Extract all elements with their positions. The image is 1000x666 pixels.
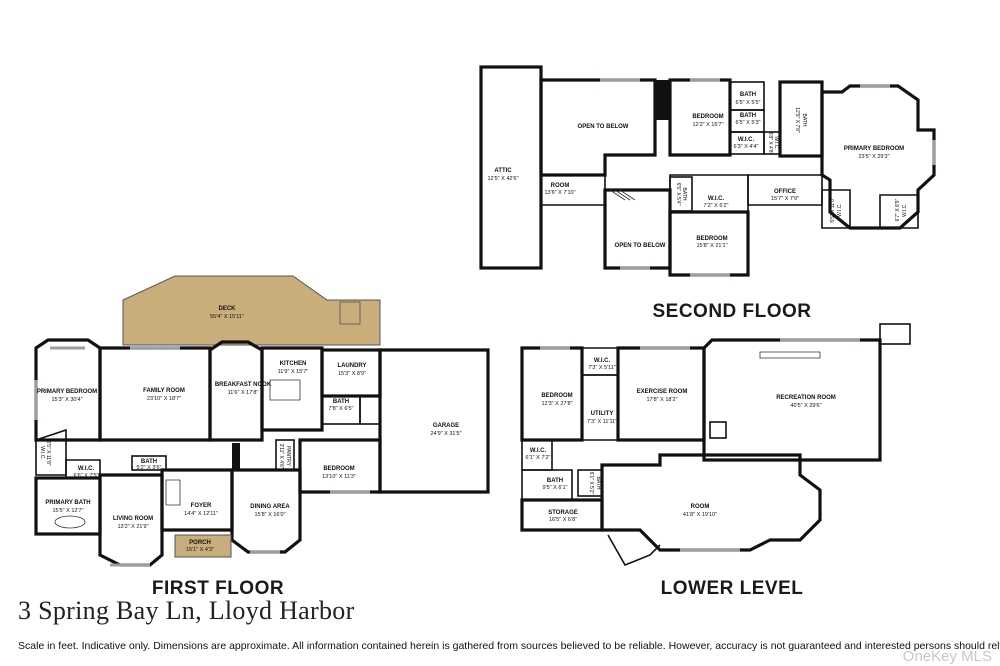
- room-pantry-dim: 3'11" X 4'6": [278, 443, 284, 468]
- room-deck-name: DECK: [218, 306, 236, 312]
- room-recreation-room-dim: 40'5" X 29'6": [790, 403, 821, 409]
- room-porch-dim: 15'1" X 4'3": [186, 547, 214, 553]
- room-wic-1-dim: 6'6" X 7'5": [74, 473, 99, 479]
- room-living-room-dim: 13'2" X 21'9": [117, 524, 148, 530]
- room-foyer-name: FOYER: [191, 503, 212, 509]
- room-bath-vert-dim: 12'9" X 7'8": [794, 107, 800, 133]
- room-office-name: OFFICE: [774, 189, 796, 195]
- room-bedroom-a-dim: 12'2" X 15'7": [692, 122, 723, 128]
- room-open-to-below-bottom-name: OPEN TO BELOW: [615, 243, 666, 249]
- room-bath-half-dim: 5'2" X 3'6": [137, 465, 162, 471]
- room-attic-dim: 12'5" X 42'6": [487, 176, 518, 182]
- room-primary-bedroom-2-dim: 23'5" X 29'3": [858, 154, 889, 160]
- room-exercise-room-name: EXERCISE ROOM: [637, 389, 688, 395]
- room-wic-c-dim: 5'5" X 11'0": [830, 197, 836, 222]
- room-bath-small-name: BATH: [681, 188, 687, 201]
- room-storage-dim: 16'5" X 6'8": [549, 517, 577, 523]
- room-bath-vert-name: BATH: [801, 114, 807, 127]
- room-primary-bath-name: PRIMARY BATH: [45, 500, 90, 506]
- room-wic-vert-dim: 3'8" X 4'8": [767, 132, 773, 155]
- room-kitchen-name: KITCHEN: [280, 361, 307, 367]
- room-bath-a-dim: 6'5" X 5'5": [736, 100, 761, 106]
- room-wic-a-dim: 6'3" X 4'4": [734, 144, 759, 150]
- room-exercise-room-dim: 17'8" X 18'2": [646, 397, 677, 403]
- room-room-dim: 13'6" X 7'10": [544, 190, 575, 196]
- room-bath-half-name: BATH: [141, 459, 157, 465]
- room-utility-name: UTILITY: [591, 411, 614, 417]
- first-floor-title: FIRST FLOOR: [152, 578, 284, 599]
- room-bath-laundry-name: BATH: [333, 399, 349, 405]
- second-floor-plan: [479, 65, 936, 277]
- room-bath-b-name: BATH: [740, 113, 756, 119]
- room-breakfast-nook-name: BREAKFAST NOOK: [215, 382, 272, 388]
- room-foyer-dim: 14'4" X 12'11": [184, 511, 218, 517]
- room-primary-bedroom-1-dim: 15'3" X 30'4": [51, 397, 82, 403]
- room-wic-lower-name: W.I.C.: [530, 448, 547, 454]
- room-bedroom-lower-name: BEDROOM: [541, 393, 572, 399]
- room-bath-lower-dim: 9'5" X 6'1": [543, 485, 568, 491]
- room-wic-b-dim: 7'2" X 6'2": [704, 203, 729, 209]
- room-room-lower-dim: 41'8" X 19'10": [683, 512, 717, 518]
- room-porch-name: PORCH: [189, 540, 211, 546]
- room-wic-1-name: W.I.C.: [78, 466, 95, 472]
- room-bath-lower-name: BATH: [547, 478, 563, 484]
- room-bedroom-a-name: BEDROOM: [692, 114, 723, 120]
- room-wic-lower-dim: 6'1" X 7'2": [526, 455, 551, 461]
- first-floor-plan: [34, 275, 490, 567]
- room-wic-vert-1-dim: 6'5" X 11'8": [45, 440, 51, 465]
- room-wic-top-lower-name: W.I.C.: [594, 358, 611, 364]
- room-primary-bedroom-2-name: PRIMARY BEDROOM: [844, 146, 904, 152]
- room-office-dim: 15'7" X 7'9": [771, 196, 799, 202]
- room-storage-name: STORAGE: [548, 510, 578, 516]
- second-floor-title: SECOND FLOOR: [652, 301, 811, 322]
- room-bedroom-1-dim: 13'10" X 11'3": [322, 474, 356, 480]
- room-garage-dim: 24'9" X 31'5": [430, 431, 461, 437]
- room-bedroom-b-name: BEDROOM: [696, 236, 727, 242]
- room-bedroom-b-dim: 15'8" X 21'1": [696, 243, 727, 249]
- room-family-room-dim: 23'10" X 18'7": [147, 396, 181, 402]
- room-wic-b-name: W.I.C.: [708, 196, 725, 202]
- room-attic-name: ATTIC: [494, 168, 512, 174]
- room-wic-a-name: W.I.C.: [738, 137, 755, 143]
- room-room-lower-name: ROOM: [691, 504, 710, 510]
- room-living-room-name: LIVING ROOM: [113, 516, 153, 522]
- room-room-name: ROOM: [551, 183, 570, 189]
- room-bath-vert-lower-dim: 6'1" X 5'2": [588, 472, 594, 495]
- watermark-logo: OneKey MLS: [902, 648, 992, 665]
- lower-level-plan: [520, 323, 911, 567]
- disclaimer-text: Scale in feet. Indicative only. Dimensio…: [18, 640, 1000, 652]
- room-utility-dim: 7'3" X 11'11": [587, 419, 617, 425]
- room-dining-area-name: DINING AREA: [250, 504, 290, 510]
- room-open-to-below-top-name: OPEN TO BELOW: [578, 124, 629, 130]
- room-bedroom-lower-dim: 12'3" X 27'8": [541, 401, 572, 407]
- room-garage-name: GARAGE: [433, 423, 459, 429]
- room-laundry-name: LAUNDRY: [337, 363, 366, 369]
- room-primary-bath-dim: 15'5" X 12'7": [52, 508, 83, 514]
- room-bedroom-1-name: BEDROOM: [323, 466, 354, 472]
- room-kitchen-dim: 11'9" X 15'7": [278, 369, 309, 375]
- room-wic-vert-1-name: W.I.C.: [39, 446, 45, 460]
- room-bath-laundry-dim: 7'8" X 6'5": [329, 406, 354, 412]
- room-wic-c-name: W.I.C.: [837, 203, 843, 217]
- room-primary-bedroom-1-name: PRIMARY BEDROOM: [37, 389, 97, 395]
- room-wic-top-lower-dim: 7'3" X 5'11": [588, 365, 616, 371]
- room-laundry-dim: 15'3" X 8'9": [338, 371, 366, 377]
- room-wic-d-dim: 6'7" X 8'9": [895, 198, 901, 221]
- lower-level-title: LOWER LEVEL: [661, 578, 804, 599]
- room-recreation-room-name: RECREATION ROOM: [776, 395, 836, 401]
- room-wic-d-name: W.I.C.: [902, 203, 908, 217]
- room-pantry-name: PANTRY: [285, 446, 291, 466]
- room-bath-b-dim: 6'5" X 5'3": [736, 120, 761, 126]
- property-address: 3 Spring Bay Ln, Lloyd Harbor: [18, 596, 355, 625]
- room-wic-vert-name: W.I.C.: [773, 136, 779, 150]
- room-bath-vert-lower-name: BATH: [595, 477, 601, 490]
- room-bath-small-dim: 6'5" X 5'4": [675, 183, 681, 206]
- room-bath-a-name: BATH: [740, 92, 756, 98]
- room-dining-area-dim: 15'8" X 16'0": [254, 512, 285, 518]
- room-family-room-name: FAMILY ROOM: [143, 388, 185, 394]
- room-breakfast-nook-dim: 11'6" X 17'8": [228, 390, 259, 396]
- room-deck-dim: 55'4" X 15'11": [210, 314, 244, 320]
